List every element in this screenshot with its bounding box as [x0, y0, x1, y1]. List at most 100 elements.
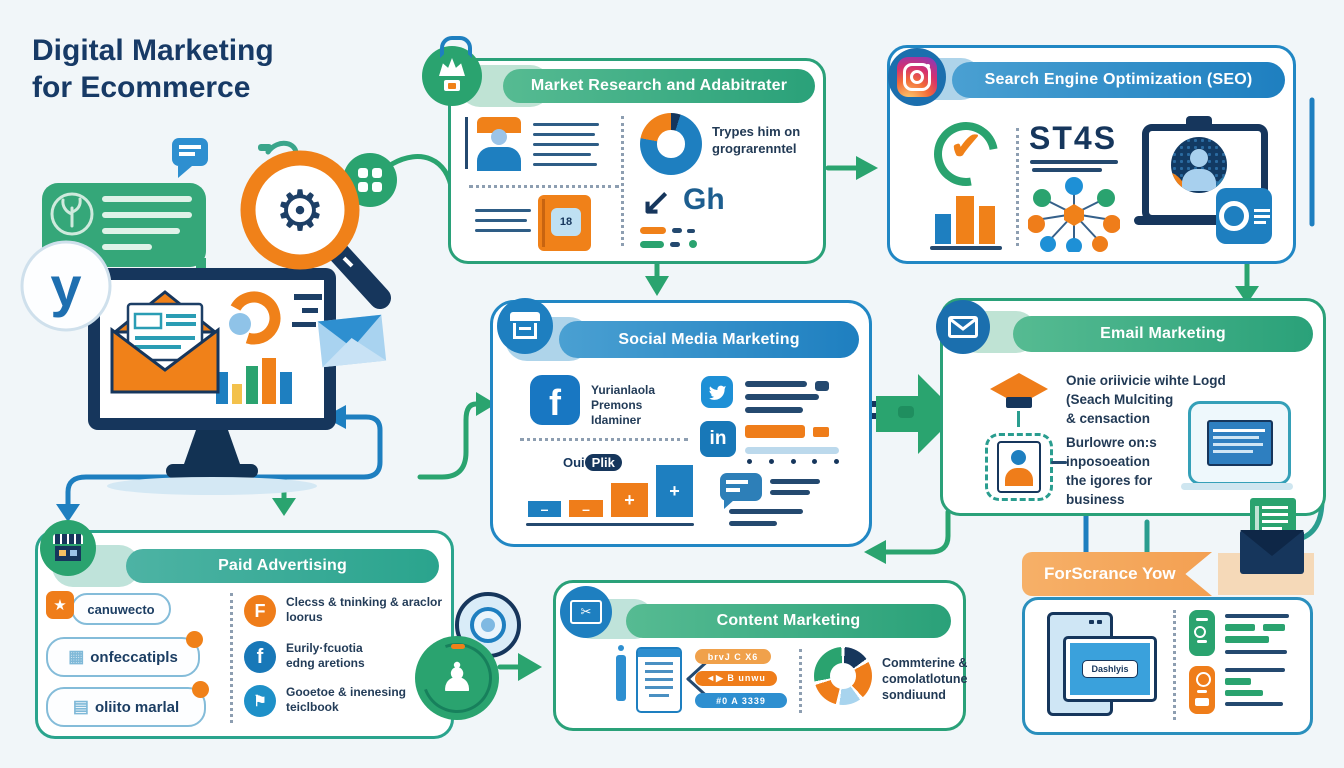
svg-text:y: y: [50, 255, 81, 318]
paid-item-3: Gooetoe & inenesing teiclbook: [286, 685, 406, 715]
page-title-line2: for Ecommerce: [32, 71, 251, 104]
video-call-laptop-icon: [1134, 116, 1268, 225]
performance-header-banner: ForScrance Yow: [1022, 552, 1212, 596]
paid-badge-icon: [40, 520, 96, 576]
engagement-bar: –: [528, 501, 561, 517]
text-line: [533, 123, 599, 126]
pill-label: onfeccatipls: [90, 648, 178, 666]
flag-circle-icon: ⚑: [244, 685, 276, 717]
para-line: inposoeation: [1066, 454, 1150, 469]
dotted-divider: [469, 185, 619, 188]
market-research-badge-icon: [422, 36, 482, 106]
linkedin-glyph: in: [709, 428, 727, 449]
orange-bar: [745, 425, 805, 438]
page-title-line1: Digital Marketing: [32, 34, 274, 67]
facebook-f-glyph: f: [549, 382, 561, 423]
text-line: [475, 219, 527, 222]
orange-dash: [451, 644, 465, 649]
item-line: teiclbook: [286, 700, 339, 714]
store-awning-icon: [53, 534, 83, 544]
text-line: [533, 133, 595, 136]
desktop-marketing-illustration: ⚙ y: [20, 138, 397, 495]
notebook-icon: 18: [538, 195, 591, 251]
market-research-title: Market Research and Adabitrater: [503, 69, 815, 103]
handle-icon: [440, 36, 472, 58]
notification-badge: [192, 681, 209, 698]
magnifier-gear-icon: ⚙: [240, 150, 391, 309]
dotted-divider: [799, 649, 802, 713]
ad-platform-button-3: ▤ oliito marlal: [46, 681, 209, 727]
text-line: [770, 479, 820, 484]
seo-title: Search Engine Optimization (SEO): [952, 62, 1285, 98]
dotted-divider: [520, 438, 688, 441]
text-line: [1030, 160, 1118, 164]
dotted-divider: [621, 116, 624, 246]
facebook-icon: f: [530, 375, 580, 425]
gauge-icon: [227, 291, 281, 345]
text-line: [1225, 650, 1287, 654]
notification-badge: [186, 631, 203, 648]
instagram-badge-icon: [888, 48, 946, 106]
panel-performance: Dashlyis: [1022, 597, 1313, 735]
facebook-circle-icon: f: [244, 641, 276, 673]
tool-bar: [640, 241, 664, 248]
page-title: Digital Marketing for Ecommerce: [32, 32, 274, 106]
ad-platform-button-1: canuwecto: [71, 593, 171, 625]
panel-content-marketing: Content Marketing brvJ C X6 ◄▶ B unwu #0…: [553, 580, 968, 731]
caption-line: Premons: [591, 398, 643, 412]
engagement-bar: +: [656, 465, 693, 517]
note-line: grograrenntel: [712, 141, 797, 156]
text-line: [533, 143, 599, 146]
tool-bar: [640, 227, 666, 234]
text-line: [670, 242, 680, 247]
email-badge-icon: [936, 300, 990, 354]
seo-bar: [956, 196, 974, 244]
store-box-icon: [55, 546, 81, 561]
chart-baseline: [526, 523, 694, 526]
gear-icon: ⚙: [275, 179, 325, 244]
arrow-down-left-icon: ↙: [641, 181, 672, 222]
text-line: [475, 229, 531, 232]
green-bar: [1225, 624, 1255, 631]
trophy-base: [444, 80, 460, 91]
text-line: [475, 209, 531, 212]
pawn-glyph: ♟: [439, 655, 475, 701]
seo-bar: [935, 214, 951, 244]
para-line: & censaction: [1066, 411, 1151, 426]
para-line: Onie oriivicie wihte Logd: [1066, 373, 1226, 388]
hashtag-badge-2: ◄▶ B unwu: [695, 671, 777, 686]
linkedin-icon: in: [700, 421, 736, 457]
seo-bar: [979, 206, 995, 244]
article-list-icon: [636, 647, 682, 713]
paid-title: Paid Advertising: [126, 549, 439, 583]
hashtag-badge-1: brvJ C X6: [695, 649, 771, 664]
para-line: Burlowre on:s: [1066, 435, 1157, 450]
text-line: [672, 228, 682, 233]
text-line: [533, 153, 591, 156]
comment-bubble-icon: [720, 473, 762, 509]
mortarboard-icon: [990, 373, 1048, 427]
caption-line: Yurianlaola: [591, 383, 656, 397]
note-line: Trypes him on: [712, 124, 801, 139]
note-line: Commterine &: [882, 656, 968, 670]
check-rank-icon: ✔: [921, 109, 1011, 199]
store-window: [70, 550, 77, 556]
item-line: Clecss & tninking & araclor: [286, 595, 443, 609]
metric-icon-green: [1189, 610, 1215, 656]
divider-bar: [465, 117, 468, 169]
performance-title: ForScrance Yow: [1044, 564, 1176, 583]
newsletter-laptop-icon: [1188, 401, 1291, 485]
chat-bubble-icon: [172, 138, 208, 178]
social-title: Social Media Marketing: [559, 321, 859, 358]
store-window: [59, 550, 66, 556]
content-badge-icon: ✂: [560, 586, 612, 638]
orange-chip: [813, 427, 829, 437]
text-line: [745, 394, 819, 400]
blue-envelope-icon: [317, 314, 387, 368]
para-line: the igores for: [1066, 473, 1153, 488]
flag-glyph: ⚑: [253, 693, 267, 710]
panel-social-media: Social Media Marketing f Yurianlaola Pre…: [490, 300, 872, 547]
item-line: edng aretions: [286, 656, 365, 670]
F-glyph: F: [254, 600, 266, 621]
